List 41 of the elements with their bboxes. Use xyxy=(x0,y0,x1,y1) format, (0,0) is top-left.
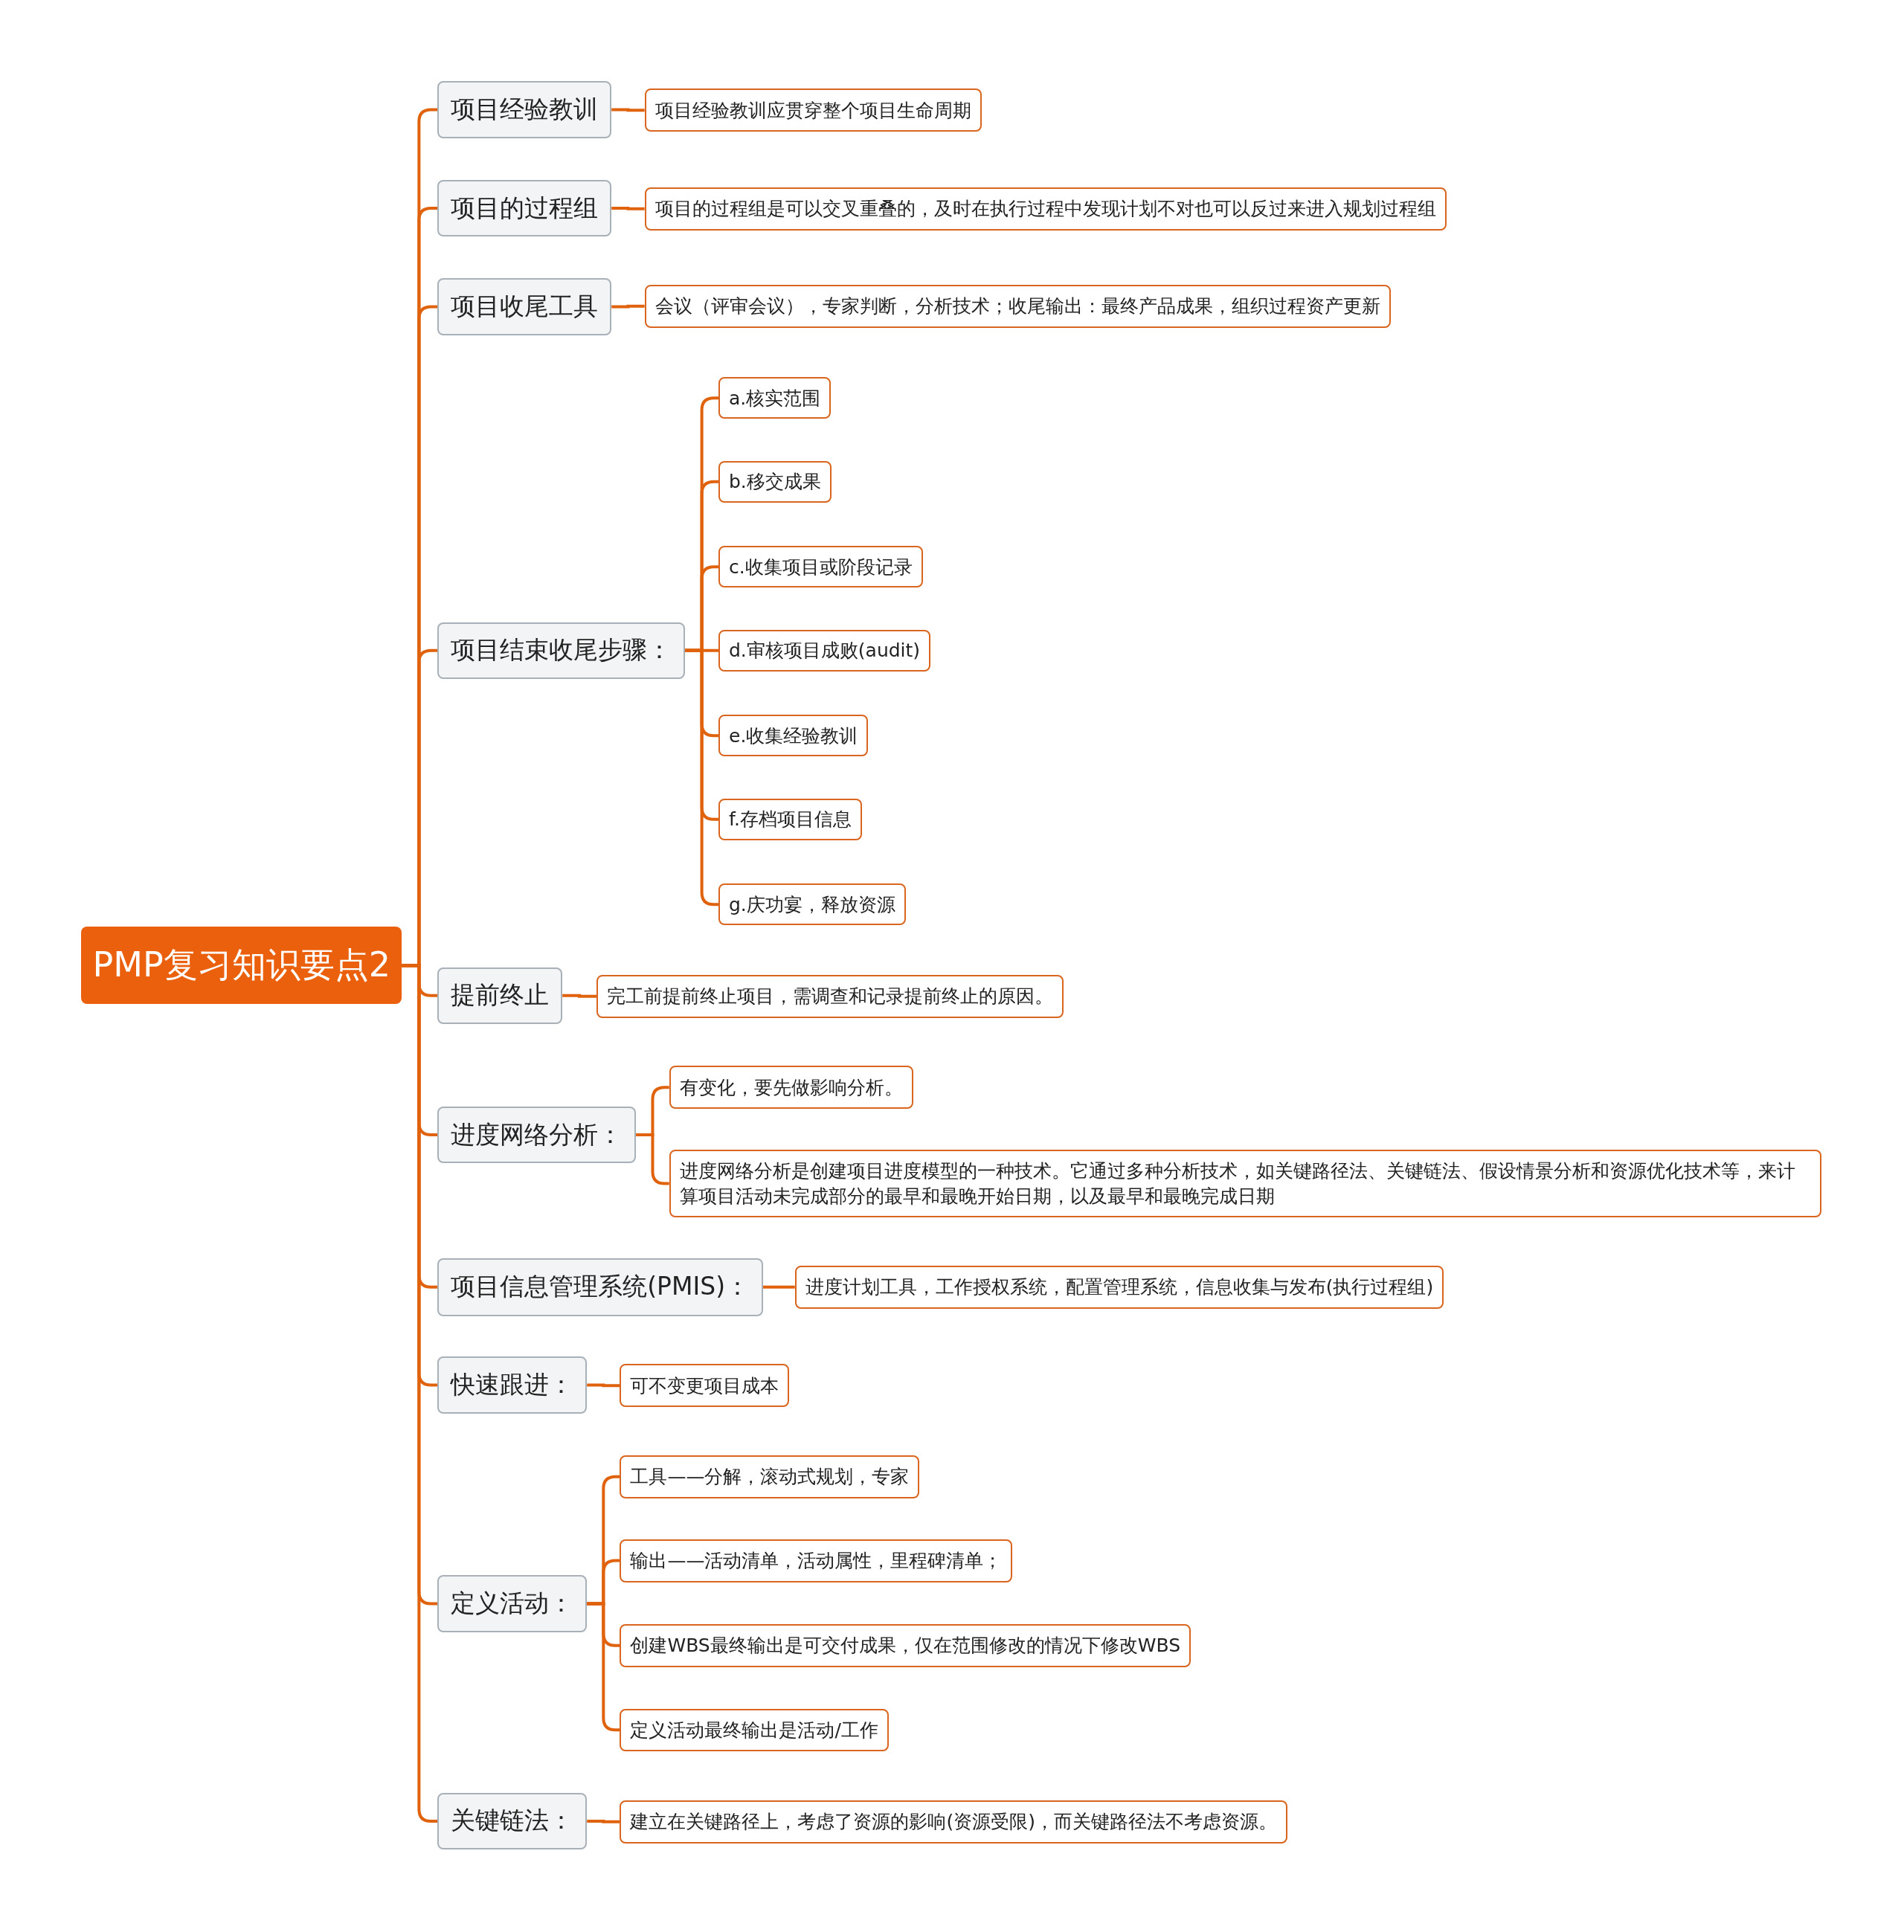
subtopic-box: 会议（评审会议），专家判断，分析技术；收尾输出：最终产品成果，组织过程资产更新 xyxy=(644,284,1391,328)
subtopic-box: 创建WBS最终输出是可交付成果，仅在范围修改的情况下修改WBS xyxy=(620,1623,1191,1667)
connector-line xyxy=(763,1285,795,1289)
subtopic-box: b.移交成果 xyxy=(718,460,832,503)
connector-line xyxy=(562,994,596,998)
connector-line xyxy=(587,1819,620,1823)
subtopic-box: 工具——分解，滚动式规划，专家 xyxy=(620,1455,920,1498)
topic-box: 快速跟进： xyxy=(437,1356,588,1414)
subtopic-box: 项目的过程组是可以交叉重叠的，及时在执行过程中发现计划不对也可以反过来进入规划过程组 xyxy=(644,187,1447,231)
subtopic-box: a.核实范围 xyxy=(718,377,832,419)
subtopic-box: 有变化，要先做影响分析。 xyxy=(669,1066,913,1110)
topic-box: 项目收尾工具 xyxy=(437,278,612,335)
topic-box: 关键链法： xyxy=(437,1792,588,1850)
connector-line xyxy=(611,108,645,112)
topic-box: 项目信息管理系统(PMIS)： xyxy=(437,1258,764,1316)
connector-line xyxy=(587,1383,620,1388)
topic-box: 进度网络分析： xyxy=(437,1106,637,1164)
topic-box: 项目的过程组 xyxy=(437,179,612,237)
subtopic-box: 定义活动最终输出是活动/工作 xyxy=(620,1709,889,1751)
topic-box: 提前终止 xyxy=(437,967,563,1024)
subtopic-box: f.存档项目信息 xyxy=(718,798,862,841)
connector-line xyxy=(587,1602,620,1732)
connector-line xyxy=(611,207,645,210)
connector-line xyxy=(636,1133,669,1185)
topic-box: 项目经验教训 xyxy=(437,81,612,138)
subtopic-box: 输出——活动清单，活动属性，里程碑清单； xyxy=(620,1539,1013,1582)
subtopic-box: 建立在关键路径上，考虑了资源的影响(资源受限)，而关键路径法不考虑资源。 xyxy=(620,1800,1287,1844)
connector-line xyxy=(685,648,718,907)
root-topic-box: PMP复习知识要点2 xyxy=(81,927,402,1005)
subtopic-box: 完工前提前终止项目，需调查和记录提前终止的原因。 xyxy=(596,974,1064,1018)
subtopic-box: e.收集经验教训 xyxy=(718,715,869,757)
topic-box: 定义活动： xyxy=(437,1574,588,1633)
subtopic-box: 进度计划工具，工作授权系统，配置管理系统，信息收集与发布(执行过程组) xyxy=(794,1265,1444,1309)
subtopic-box: g.庆功宴，释放资源 xyxy=(718,883,906,926)
subtopic-box: d.审核项目成败(audit) xyxy=(718,629,931,672)
subtopic-box: c.收集项目或阶段记录 xyxy=(718,546,923,588)
subtopic-box: 可不变更项目成本 xyxy=(620,1364,790,1408)
subtopic-box: 项目经验教训应贯穿整个项目生命周期 xyxy=(644,88,982,132)
topic-box: 项目结束收尾步骤： xyxy=(437,622,686,679)
connector-line xyxy=(611,304,645,309)
subtopic-box: 进度网络分析是创建项目进度模型的一种技术。它通过多种分析技术，如关键路径法、关键链法、假设情景分析和资源优化技术等，来计算项目活动未完成部分的最早和最晚开始日期，以及最早和最晚完成日期 xyxy=(669,1149,1821,1218)
